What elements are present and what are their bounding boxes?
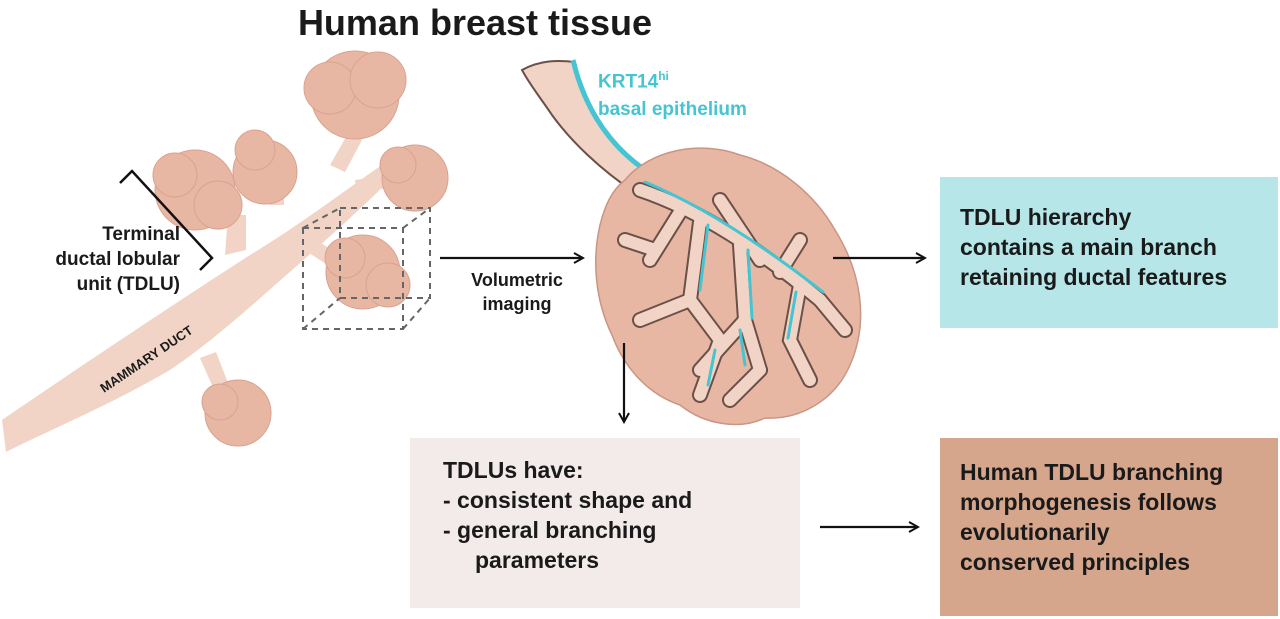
arrows [440, 258, 925, 527]
lobule-cluster [201, 379, 272, 447]
lobule-cluster [232, 129, 298, 205]
lobule-clusters [152, 50, 449, 447]
conclusion-box: Human TDLU branching morphogenesis follo… [940, 438, 1278, 616]
tdlus-line: TDLUs have: [443, 457, 584, 483]
volumetric-line: imaging [482, 294, 552, 314]
selection-cube [302, 207, 431, 330]
tdlu-label-line: ductal lobular [55, 249, 180, 270]
conclusion-line: Human TDLU branching [960, 459, 1224, 485]
volumetric-line: Volumetric [471, 270, 563, 290]
tdlu-label-line: unit (TDLU) [76, 274, 180, 295]
conclusion-line: morphogenesis follows [960, 489, 1217, 515]
hierarchy-line: contains a main branch [960, 234, 1217, 260]
figure-title: Human breast tissue [297, 2, 653, 43]
conclusion-line: evolutionarily [960, 519, 1110, 545]
tdlu-label: Terminal ductal lobular unit (TDLU) [30, 222, 180, 297]
hierarchy-line: retaining ductal features [960, 264, 1228, 290]
tdlus-line: parameters [475, 547, 600, 573]
lobule-cluster [303, 50, 407, 140]
lobule-cluster [324, 234, 411, 310]
krt14-line2: basal epithelium [598, 99, 747, 121]
conclusion-line: conserved principles [960, 549, 1191, 575]
tdlu-label-line: Terminal [102, 224, 180, 245]
hierarchy-line: TDLU hierarchy [960, 204, 1132, 230]
krt14-label: KRT14hi basal epithelium [598, 62, 747, 124]
tdlus-box: TDLUs have: - consistent shape and - gen… [410, 438, 800, 608]
tdlus-line: - consistent shape and [443, 487, 693, 513]
lobule-cluster [379, 144, 449, 212]
tdlus-line: - general branching [443, 517, 657, 543]
krt14-superscript: hi [658, 69, 669, 83]
tdlu-bracket [119, 169, 214, 271]
hierarchy-box: TDLU hierarchy contains a main branch re… [940, 177, 1278, 328]
lobule-cluster [152, 149, 243, 231]
krt14-name: KRT14 [598, 71, 659, 93]
tdlu-detail [520, 59, 862, 426]
volumetric-imaging-label: Volumetric imaging [452, 268, 582, 316]
